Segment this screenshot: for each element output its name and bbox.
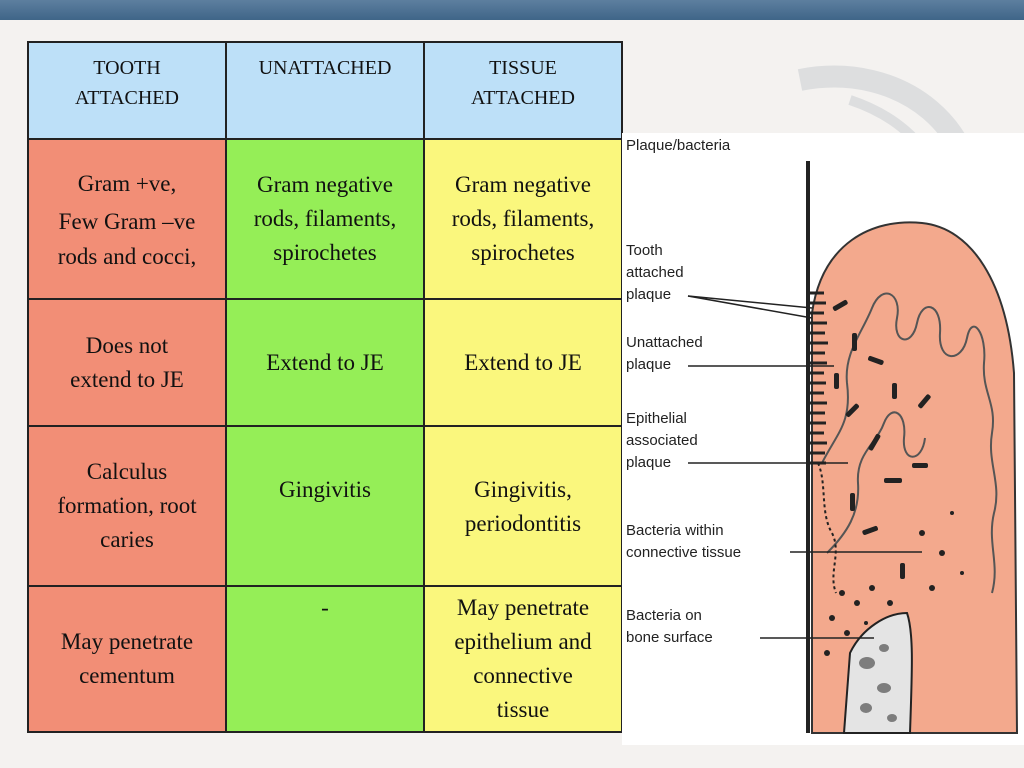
cell-tooth-attached: Gram +ve, Few Gram –ve rods and cocci, [27,138,227,300]
cell-tissue-attached: May penetrate epithelium and connective … [423,585,623,733]
label-epithelial-associated-plaque: Epithelial associated plaque [626,410,698,471]
label-bacteria-bone-surface: Bacteria on bone surface [626,607,713,646]
table-row: Gram +ve, Few Gram –ve rods and cocci, G… [27,138,623,300]
table-row: Calculus formation, root caries Gingivit… [27,425,623,587]
label-unattached-plaque: Unattached plaque [626,334,703,373]
table-header-row: TOOTH ATTACHED UNATTACHED TISSUE ATTACHE… [27,41,623,140]
cell-tooth-attached: Does not extend to JE [27,298,227,427]
cell-tissue-attached: Extend to JE [423,298,623,427]
cell-tissue-attached: Gingivitis, periodontitis [423,425,623,587]
top-banner [0,0,1024,20]
cell-unattached: Gingivitis [225,425,425,587]
label-bacteria-connective-tissue: Bacteria within connective tissue [626,522,742,561]
header-tooth-attached: TOOTH ATTACHED [27,41,227,140]
comparison-table: TOOTH ATTACHED UNATTACHED TISSUE ATTACHE… [27,41,623,733]
gingiva-illustration [687,161,1019,734]
header-tissue-attached: TISSUE ATTACHED [423,41,623,140]
label-plaque-bacteria: Plaque/bacteria [626,137,731,154]
cell-unattached: Gram negative rods, filaments, spirochet… [225,138,425,300]
table-row: Does not extend to JE Extend to JE Exten… [27,298,623,427]
cell-tooth-attached: May penetrate cementum [27,585,227,733]
header-unattached: UNATTACHED [225,41,425,140]
cell-tooth-attached: Calculus formation, root caries [27,425,227,587]
label-tooth-attached-plaque: Tooth attached plaque [626,242,684,303]
cell-unattached: Extend to JE [225,298,425,427]
cell-tissue-attached: Gram negative rods, filaments, spirochet… [423,138,623,300]
cell-unattached: - [225,585,425,733]
table-row: May penetrate cementum - May penetrate e… [27,585,623,733]
plaque-diagram: Plaque/bacteria Tooth attached plaque Un… [622,133,1024,745]
